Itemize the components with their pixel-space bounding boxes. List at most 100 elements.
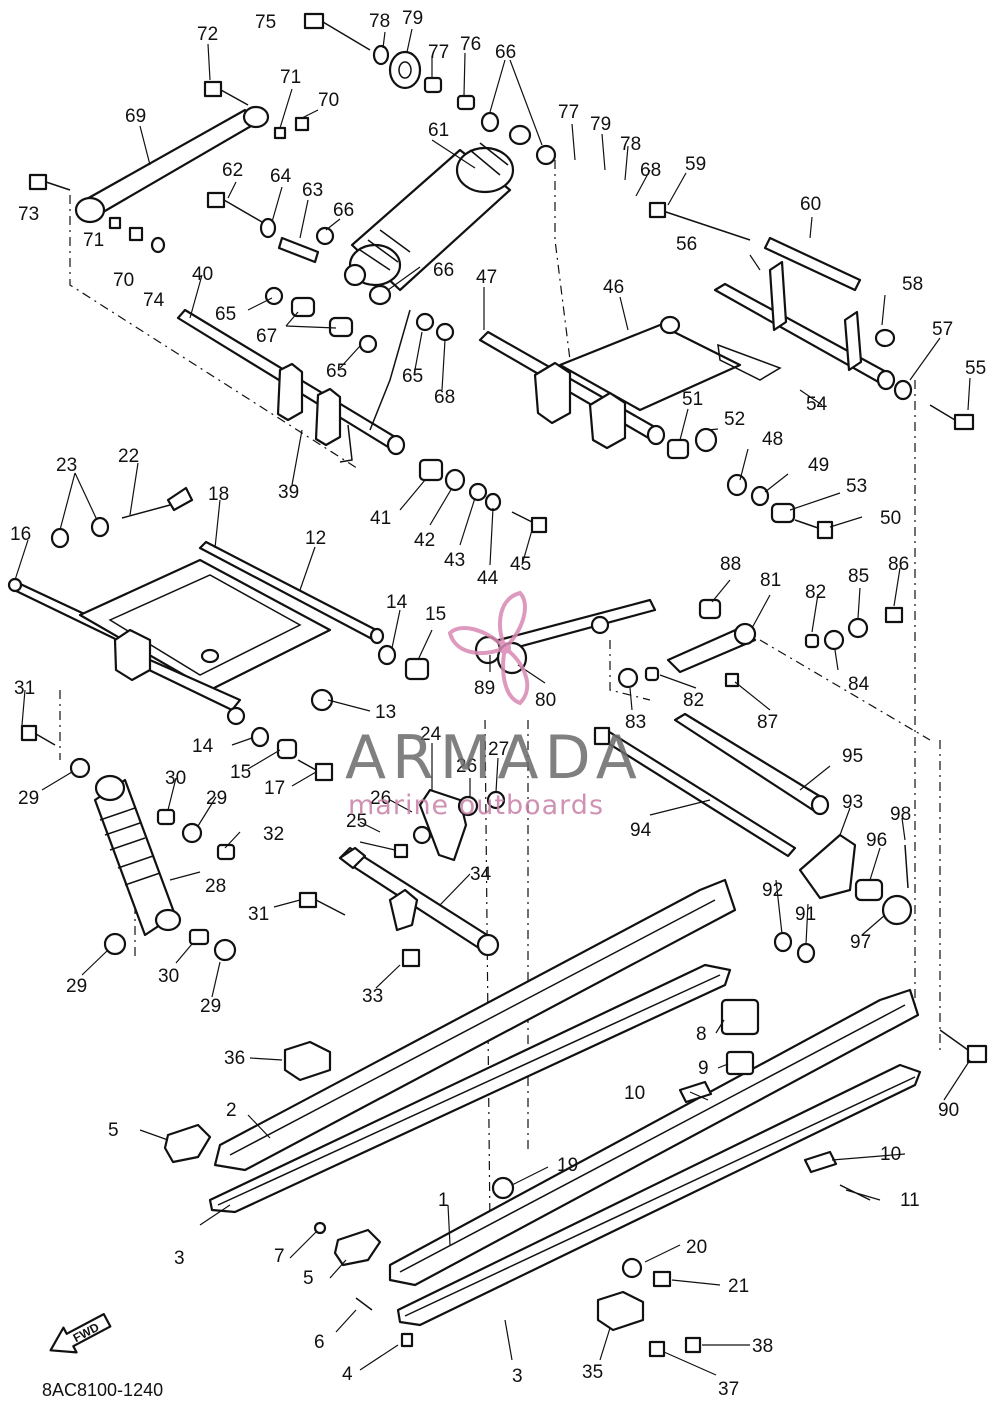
callout-15: 15 [230, 762, 251, 783]
callout-79: 79 [402, 8, 423, 29]
callout-91: 91 [795, 904, 816, 925]
callout-19: 19 [557, 1155, 578, 1176]
callout-20: 20 [686, 1237, 707, 1258]
callout-47: 47 [476, 267, 497, 288]
callout-14: 14 [386, 592, 408, 613]
callout-95: 95 [842, 746, 863, 767]
callout-1: 1 [438, 1190, 449, 1211]
callout-65: 65 [402, 366, 423, 387]
callout-77: 77 [428, 42, 449, 63]
callout-61: 61 [428, 120, 449, 141]
callout-66: 66 [433, 260, 454, 281]
callout-26: 26 [456, 756, 477, 777]
callout-30: 30 [165, 768, 186, 789]
callout-4: 4 [342, 1364, 353, 1385]
callout-97: 97 [850, 932, 871, 953]
callout-67: 67 [256, 326, 277, 347]
callout-31: 31 [14, 678, 35, 699]
callout-14: 14 [192, 736, 214, 757]
callout-23: 23 [56, 455, 77, 476]
callout-50: 50 [880, 508, 901, 529]
upper-linkage [28, 12, 975, 540]
callout-5: 5 [108, 1120, 119, 1141]
callout-40: 40 [192, 264, 213, 285]
callout-29: 29 [200, 996, 221, 1017]
callout-11: 11 [900, 1190, 920, 1211]
callout-33: 33 [362, 986, 383, 1007]
callout-53: 53 [846, 476, 867, 497]
callout-2: 2 [226, 1100, 237, 1121]
callout-41: 41 [370, 508, 391, 529]
callout-16: 16 [10, 524, 31, 545]
watermark: ARMADA marine outboards [345, 590, 637, 821]
callout-68: 68 [434, 387, 455, 408]
callout-29: 29 [206, 788, 227, 809]
callout-35: 35 [582, 1362, 603, 1383]
callout-79: 79 [590, 114, 611, 135]
callout-59: 59 [685, 154, 706, 175]
callout-44: 44 [477, 568, 499, 589]
callout-81: 81 [760, 570, 781, 591]
callout-26: 26 [370, 788, 391, 809]
callout-27: 27 [488, 739, 509, 760]
callout-31: 31 [248, 904, 269, 925]
callout-66: 66 [333, 200, 354, 221]
callout-92: 92 [762, 880, 783, 901]
callout-80: 80 [535, 690, 556, 711]
callout-56: 56 [676, 234, 697, 255]
callout-70: 70 [113, 270, 134, 291]
watermark-logo [447, 590, 530, 706]
assembly-lines [59, 160, 941, 1231]
callout-51: 51 [682, 389, 703, 410]
callout-71: 71 [83, 230, 104, 251]
callout-84: 84 [848, 674, 870, 695]
callout-69: 69 [125, 106, 146, 127]
callout-24: 24 [420, 724, 442, 745]
callout-38: 38 [752, 1336, 773, 1357]
callout-29: 29 [18, 788, 39, 809]
callout-15: 15 [425, 604, 446, 625]
callout-87: 87 [757, 712, 778, 733]
slide-rails [163, 878, 988, 1358]
callout-12: 12 [305, 528, 326, 549]
callout-71: 71 [280, 67, 301, 88]
callout-64: 64 [270, 166, 292, 187]
callout-58: 58 [902, 274, 923, 295]
callout-62: 62 [222, 160, 243, 181]
callout-54: 54 [806, 394, 828, 415]
callout-88: 88 [720, 554, 741, 575]
callout-28: 28 [205, 876, 226, 897]
callout-42: 42 [414, 530, 435, 551]
callout-60: 60 [800, 194, 821, 215]
callout-98: 98 [890, 804, 911, 825]
callout-94: 94 [630, 820, 652, 841]
callout-32: 32 [263, 824, 284, 845]
callout-37: 37 [718, 1379, 739, 1400]
callout-72: 72 [197, 24, 218, 45]
callout-73: 73 [18, 204, 39, 225]
callout-5: 5 [303, 1268, 314, 1289]
callout-10: 10 [880, 1144, 901, 1165]
callout-9: 9 [698, 1058, 709, 1079]
callout-77: 77 [558, 102, 579, 123]
callout-29: 29 [66, 976, 87, 997]
watermark-tagline: marine outboards [348, 790, 604, 821]
leader-lines [14, 28, 971, 1376]
callout-65: 65 [326, 361, 347, 382]
callout-63: 63 [302, 180, 323, 201]
callout-10: 10 [624, 1083, 645, 1104]
callout-21: 21 [728, 1276, 749, 1297]
callout-55: 55 [965, 358, 986, 379]
callout-78: 78 [369, 11, 390, 32]
callout-3: 3 [174, 1248, 185, 1269]
fwd-arrow: FWD [49, 1313, 112, 1354]
callout-13: 13 [375, 702, 396, 723]
front-frame [7, 486, 913, 968]
callout-49: 49 [808, 455, 829, 476]
callout-34: 34 [470, 864, 492, 885]
callout-86: 86 [888, 554, 909, 575]
callout-66: 66 [495, 42, 516, 63]
callout-90: 90 [938, 1100, 959, 1121]
callout-39: 39 [278, 482, 299, 503]
